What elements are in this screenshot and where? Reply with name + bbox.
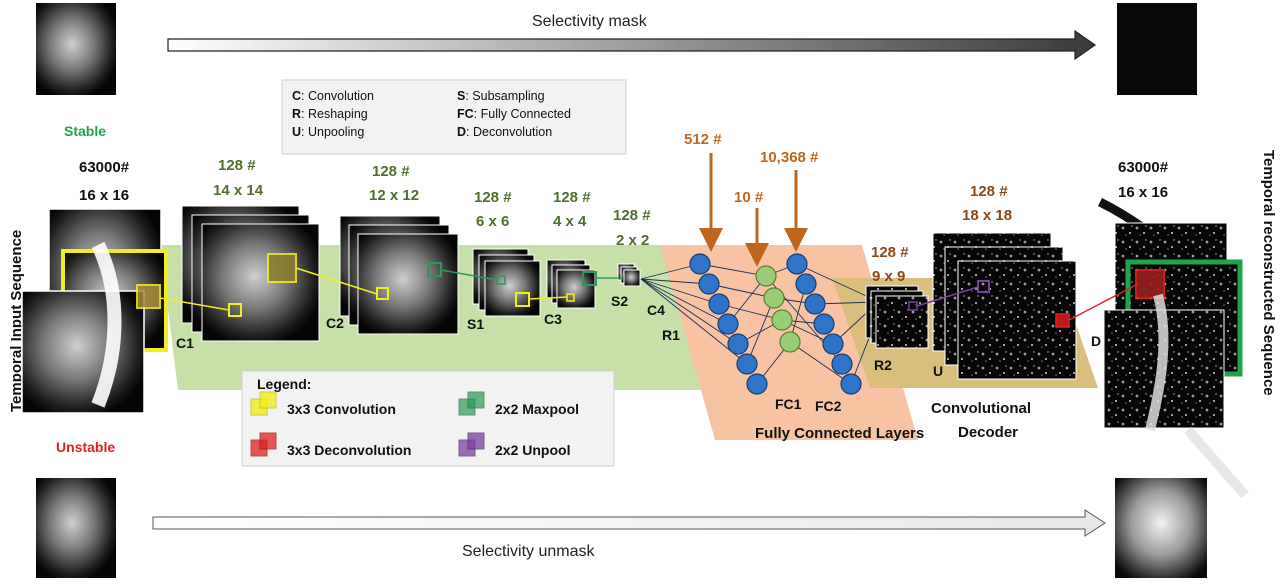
svg-text:S: Subsampling: S: Subsampling [457,89,545,103]
s1-feature-maps [472,248,541,317]
legend-unpool-label: 2x2 Unpool [495,442,570,458]
c1-size: 14 x 14 [213,182,264,199]
input-size: 16 x 16 [79,187,129,204]
legend-conv-label: 3x3 Convolution [287,401,396,417]
fc2-count: 10,368 # [760,149,819,166]
c2-size: 12 x 12 [369,187,419,204]
svg-text:D: Deconvolution: D: Deconvolution [457,125,552,139]
unstable-label: Unstable [56,439,115,455]
c3-count: 128 # [553,189,591,206]
svg-text:C: Convolution: C: Convolution [292,89,374,103]
c2-tag: C2 [326,315,344,331]
output-sequence-stack [1097,197,1249,499]
s1-size: 6 x 6 [476,213,509,230]
decoder-caption-line1: Convolutional [931,400,1031,417]
c2-count: 128 # [372,163,410,180]
legend-deconv-label: 3x3 Deconvolution [287,442,411,458]
temporal-reconstructed-sequence-label: Temporal reconstructed Sequence [1260,150,1277,396]
c1-tag: C1 [176,335,194,351]
r2-size: 9 x 9 [872,268,905,285]
selectivity-mask-label: Selectivity mask [532,13,648,30]
selectivity-mask-arrow [167,29,1097,61]
input-count: 63000# [79,159,130,176]
c3-feature-maps [546,259,597,309]
r1-tag: R1 [662,327,680,343]
svg-text:Legend:: Legend: [257,376,311,392]
s2-feature-maps [617,263,641,287]
c1-count: 128 # [218,157,256,174]
svg-text:FC: Fully Connected: FC: Fully Connected [457,107,571,121]
c3-tag: C3 [544,311,562,327]
decoder-caption-line2: Decoder [958,424,1018,441]
c1-feature-maps [181,205,320,342]
mask-output-image [1117,3,1197,95]
s2-count: 128 # [613,207,651,224]
d-tag: D [1091,333,1101,349]
selectivity-unmask-label: Selectivity unmask [462,543,595,560]
abbreviation-key: C: Convolution R: Reshaping U: Unpooling… [281,79,627,155]
s2-tag: S2 [611,293,628,309]
svg-text:R: Reshaping: R: Reshaping [292,107,368,121]
stable-top-image [36,3,116,95]
legend: Legend: 3x3 Convolution 2x2 Maxpool 3x3 … [241,370,615,467]
fc-input-nodes [689,253,768,395]
u-tag: U [933,363,943,379]
stable-label: Stable [64,123,106,139]
s2-size: 2 x 2 [616,232,649,249]
r2-feature-maps [865,285,929,349]
fc1-nodes [755,265,801,353]
s1-tag: S1 [467,316,484,332]
output-count: 63000# [1118,159,1169,176]
input-sequence-stack [21,208,168,414]
c4-tag: C4 [647,302,665,318]
output-size: 16 x 16 [1118,184,1168,201]
unmask-output-image [1115,478,1207,578]
r2-count: 128 # [871,244,909,261]
c2-feature-maps [339,215,459,335]
temporal-input-sequence-label: Temporal Input Sequence [8,230,25,412]
fc1-tag: FC1 [775,396,802,412]
c3-size: 4 x 4 [553,213,587,230]
fc-input-count: 512 # [684,131,722,148]
selectivity-unmask-arrow [152,509,1106,537]
svg-text:U: Unpooling: U: Unpooling [292,125,364,139]
legend-maxpool-label: 2x2 Maxpool [495,401,579,417]
unstable-bottom-image [36,478,116,578]
fc1-count: 10 # [734,189,764,206]
fc-caption: Fully Connected Layers [755,425,924,442]
u-size: 18 x 18 [962,207,1012,224]
fc2-nodes [786,253,862,395]
u-feature-maps [932,232,1077,380]
r2-tag: R2 [874,357,892,373]
fc2-tag: FC2 [815,398,842,414]
s1-count: 128 # [474,189,512,206]
u-count: 128 # [970,183,1008,200]
